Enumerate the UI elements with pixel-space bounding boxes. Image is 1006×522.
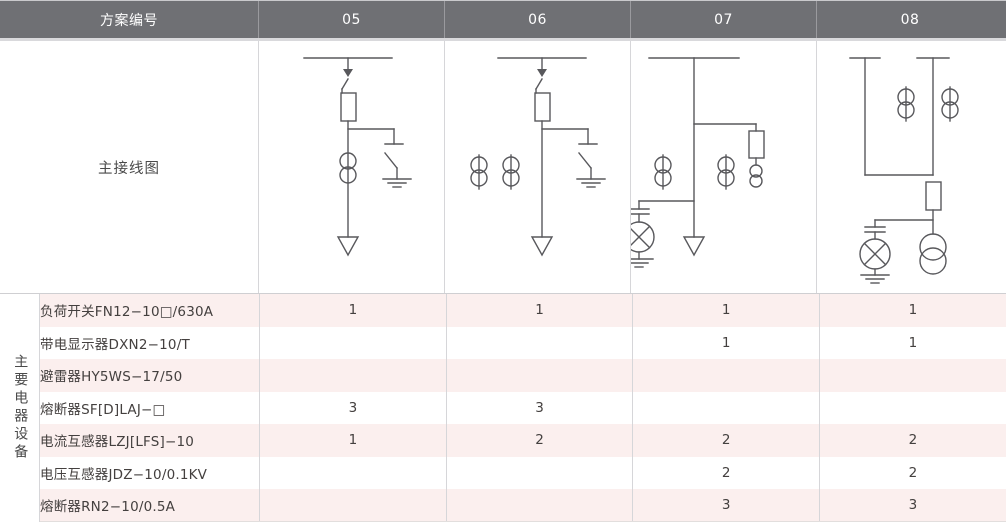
wiring-diagram-06 bbox=[445, 41, 631, 293]
table-row: 避雷器HY5WS−17/50 bbox=[40, 359, 1006, 392]
equipment-qty-08: 2 bbox=[819, 456, 1006, 489]
equipment-qty-06 bbox=[446, 359, 634, 392]
equipment-name: 熔断器SF[D]LAJ−□ bbox=[40, 391, 261, 424]
equipment-qty-05: 3 bbox=[259, 391, 447, 424]
equipment-table: 主要电器设备 负荷开关FN12−10□/630A 1 1 1 1 带电显示器DX… bbox=[0, 293, 1006, 522]
equipment-qty-05 bbox=[259, 326, 447, 359]
equipment-qty-08: 1 bbox=[819, 294, 1006, 327]
equipment-qty-05 bbox=[259, 359, 447, 392]
header-scheme-06: 06 bbox=[445, 1, 631, 38]
equipment-name: 负荷开关FN12−10□/630A bbox=[40, 294, 261, 327]
table-header-row: 方案编号 05 06 07 08 bbox=[0, 0, 1006, 38]
table-row: 负荷开关FN12−10□/630A 1 1 1 1 bbox=[40, 294, 1006, 327]
wiring-diagram-05 bbox=[259, 41, 445, 293]
header-scheme-08: 08 bbox=[900, 11, 920, 28]
equipment-qty-08 bbox=[819, 391, 1006, 424]
equipment-qty-07: 1 bbox=[632, 294, 820, 327]
equipment-section-vertical-label-text: 主要电器设备 bbox=[12, 354, 29, 462]
equipment-name: 避雷器HY5WS−17/50 bbox=[40, 359, 261, 392]
equipment-name: 带电显示器DXN2−10/T bbox=[40, 326, 261, 359]
header-underline bbox=[0, 38, 1006, 41]
equipment-qty-05: 1 bbox=[259, 294, 447, 327]
wiring-diagram-08 bbox=[817, 41, 1003, 293]
equipment-qty-07: 2 bbox=[632, 424, 820, 457]
equipment-qty-07: 3 bbox=[632, 489, 820, 522]
main-wiring-diagram-label: 主接线图 bbox=[0, 41, 259, 293]
table-row: 熔断器SF[D]LAJ−□ 3 3 bbox=[40, 391, 1006, 424]
equipment-qty-06: 1 bbox=[446, 294, 634, 327]
equipment-qty-07: 1 bbox=[632, 326, 820, 359]
equipment-qty-08: 1 bbox=[819, 326, 1006, 359]
equipment-qty-06 bbox=[446, 489, 634, 522]
equipment-qty-06: 3 bbox=[446, 391, 634, 424]
equipment-qty-07 bbox=[632, 391, 820, 424]
equipment-qty-07 bbox=[632, 359, 820, 392]
table-row: 熔断器RN2−10/0.5A 3 3 bbox=[40, 489, 1006, 522]
equipment-name: 电压互感器JDZ−10/0.1KV bbox=[40, 456, 261, 489]
wiring-diagram-07 bbox=[631, 41, 817, 293]
equipment-qty-08: 2 bbox=[819, 424, 1006, 457]
table-row: 电流互感器LZJ[LFS]−10 1 2 2 2 bbox=[40, 424, 1006, 457]
header-scheme-number-label: 方案编号 bbox=[0, 1, 259, 38]
equipment-qty-06: 2 bbox=[446, 424, 634, 457]
table-row: 电压互感器JDZ−10/0.1KV 2 2 bbox=[40, 456, 1006, 489]
main-wiring-diagram-row: 主接线图 bbox=[0, 41, 1006, 293]
equipment-qty-07: 2 bbox=[632, 456, 820, 489]
equipment-name: 熔断器RN2−10/0.5A bbox=[40, 489, 261, 522]
header-scheme-07: 07 bbox=[631, 1, 817, 38]
equipment-qty-06 bbox=[446, 326, 634, 359]
equipment-qty-06 bbox=[446, 456, 634, 489]
equipment-name: 电流互感器LZJ[LFS]−10 bbox=[40, 424, 261, 457]
table-row: 带电显示器DXN2−10/T 1 1 bbox=[40, 326, 1006, 359]
equipment-qty-05 bbox=[259, 489, 447, 522]
equipment-qty-08: 3 bbox=[819, 489, 1006, 522]
equipment-qty-08 bbox=[819, 359, 1006, 392]
equipment-qty-05 bbox=[259, 456, 447, 489]
equipment-qty-05: 1 bbox=[259, 424, 447, 457]
header-scheme-05: 05 bbox=[259, 1, 445, 38]
equipment-section-vertical-label: 主要电器设备 bbox=[0, 294, 40, 522]
